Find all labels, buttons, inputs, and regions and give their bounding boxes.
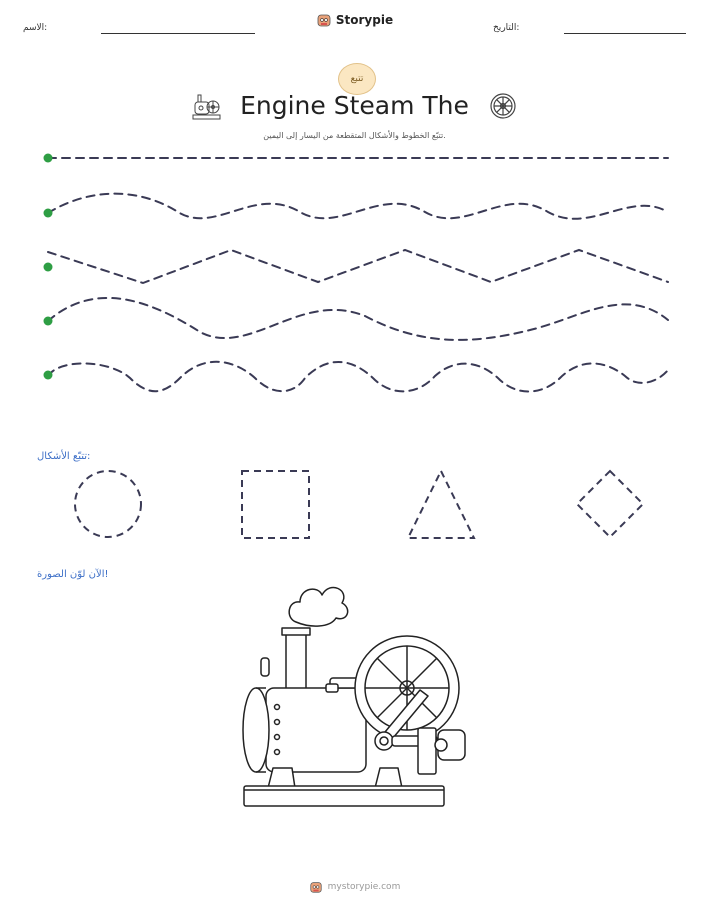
instructions: تتبّع الخطوط والأشكال المتقطعة من اليسار… — [263, 131, 446, 140]
start-dot — [43, 370, 53, 380]
brand: Storypie — [0, 12, 709, 28]
date-label: التاريخ: — [493, 23, 520, 33]
brand-name: Storypie — [335, 13, 394, 27]
shapes-section-label: تتبّع الأشكال: — [37, 451, 91, 462]
shape-triangle — [406, 468, 476, 539]
wheel-icon — [490, 93, 516, 119]
name-label: الاسم: — [23, 23, 48, 33]
brand-logo-icon — [310, 882, 322, 893]
color-section-label: الآن لوّن الصورة! — [37, 569, 109, 580]
footer: mystorypie.com — [0, 880, 709, 894]
trace-badge: تتبع — [338, 63, 376, 95]
shape-square — [241, 470, 310, 539]
steam-engine-icon — [192, 94, 221, 120]
date-field[interactable] — [564, 33, 686, 34]
shape-circle — [74, 470, 142, 538]
steam-engine-illustration — [242, 586, 466, 807]
shape-diamond — [575, 469, 645, 539]
start-dot — [43, 262, 53, 272]
tracing-line-wave-3 — [47, 360, 669, 393]
tracing-line-wave-1 — [47, 192, 669, 220]
page-title: Engine Steam The — [240, 91, 469, 120]
tracing-lines[interactable] — [0, 0, 709, 420]
brand-logo-icon — [317, 14, 331, 27]
tracing-line-zigzag — [47, 248, 669, 285]
tracing-shapes[interactable] — [0, 460, 709, 550]
tracing-line-wave-2 — [47, 297, 669, 341]
name-field[interactable] — [101, 33, 255, 34]
start-dot — [43, 316, 53, 326]
footer-site[interactable]: mystorypie.com — [327, 882, 401, 892]
start-dot — [43, 153, 53, 163]
start-dot — [43, 208, 53, 218]
